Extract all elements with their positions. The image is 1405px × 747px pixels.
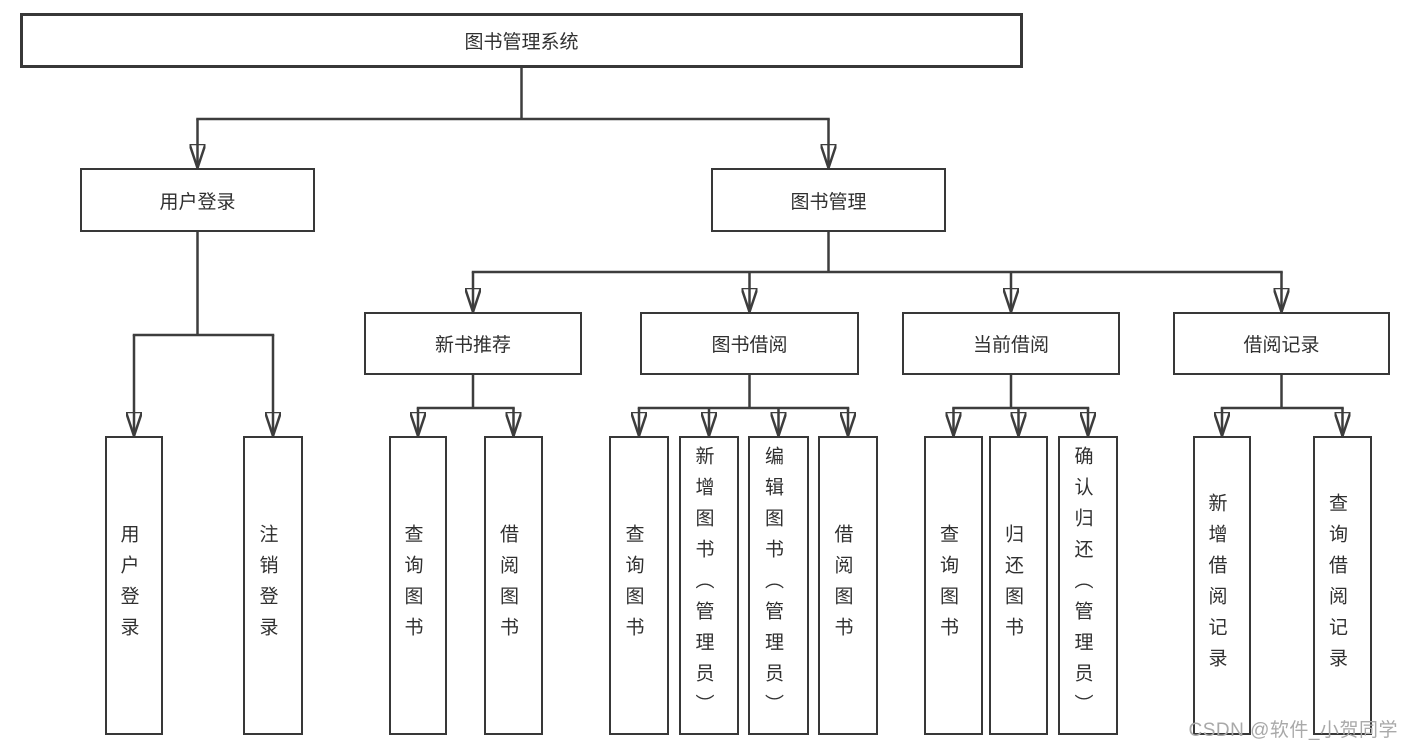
node-label: 图书借阅 xyxy=(711,335,788,356)
node-label: 归还图书 xyxy=(1002,523,1023,648)
node-label: 编辑图书（管理员） xyxy=(762,446,783,725)
leaf-logout: 注销登录 xyxy=(243,436,303,735)
leaf-query-borrow-record: 查询借阅记录 xyxy=(1313,436,1372,735)
node-label: 新增借阅记录 xyxy=(1205,492,1227,679)
node-label: 新书推荐 xyxy=(434,335,511,356)
node-label: 借阅图书 xyxy=(497,523,518,648)
node-label: 用户登录 xyxy=(159,191,236,213)
leaf-return-books: 归还图书 xyxy=(989,436,1048,735)
node-label: 查询图书 xyxy=(401,523,423,648)
node-label: 借阅记录 xyxy=(1243,335,1320,356)
node-label: 查询图书 xyxy=(937,523,958,648)
node-borrowing-records: 借阅记录 xyxy=(1173,312,1390,375)
leaf-confirm-return-admin: 确认归还（管理员） xyxy=(1058,436,1118,735)
node-current-borrowing: 当前借阅 xyxy=(902,312,1120,375)
leaf-edit-books-admin: 编辑图书（管理员） xyxy=(748,436,809,735)
leaf-add-borrow-record: 新增借阅记录 xyxy=(1193,436,1251,735)
node-label: 借阅图书 xyxy=(831,523,853,648)
leaf-user-login: 用户登录 xyxy=(105,436,163,735)
leaf-query-books-borrowing: 查询图书 xyxy=(609,436,669,735)
node-label: 新增图书（管理员） xyxy=(692,446,714,725)
node-book-borrowing: 图书借阅 xyxy=(640,312,859,375)
node-label: 确认归还（管理员） xyxy=(1071,446,1093,725)
node-label: 查询借阅记录 xyxy=(1326,492,1347,679)
leaf-query-books-current: 查询图书 xyxy=(924,436,983,735)
node-new-book-recommend: 新书推荐 xyxy=(364,312,582,375)
node-label: 当前借阅 xyxy=(972,335,1049,356)
node-label: 图书管理系统 xyxy=(464,32,579,53)
node-book-management: 图书管理 xyxy=(711,168,946,232)
csdn-watermark: CSDN @软件_小贺同学 xyxy=(1188,720,1398,741)
node-label: 查询图书 xyxy=(622,523,644,648)
node-library-management-system: 图书管理系统 xyxy=(20,13,1023,68)
node-label: 用户登录 xyxy=(117,523,139,648)
leaf-borrow-books: 借阅图书 xyxy=(818,436,878,735)
leaf-borrow-books-recommend: 借阅图书 xyxy=(484,436,543,735)
leaf-query-books-recommend: 查询图书 xyxy=(389,436,447,735)
node-user-login: 用户登录 xyxy=(80,168,315,232)
node-label: 图书管理 xyxy=(790,191,867,213)
node-label: 注销登录 xyxy=(256,523,278,648)
leaf-add-books-admin: 新增图书（管理员） xyxy=(679,436,739,735)
